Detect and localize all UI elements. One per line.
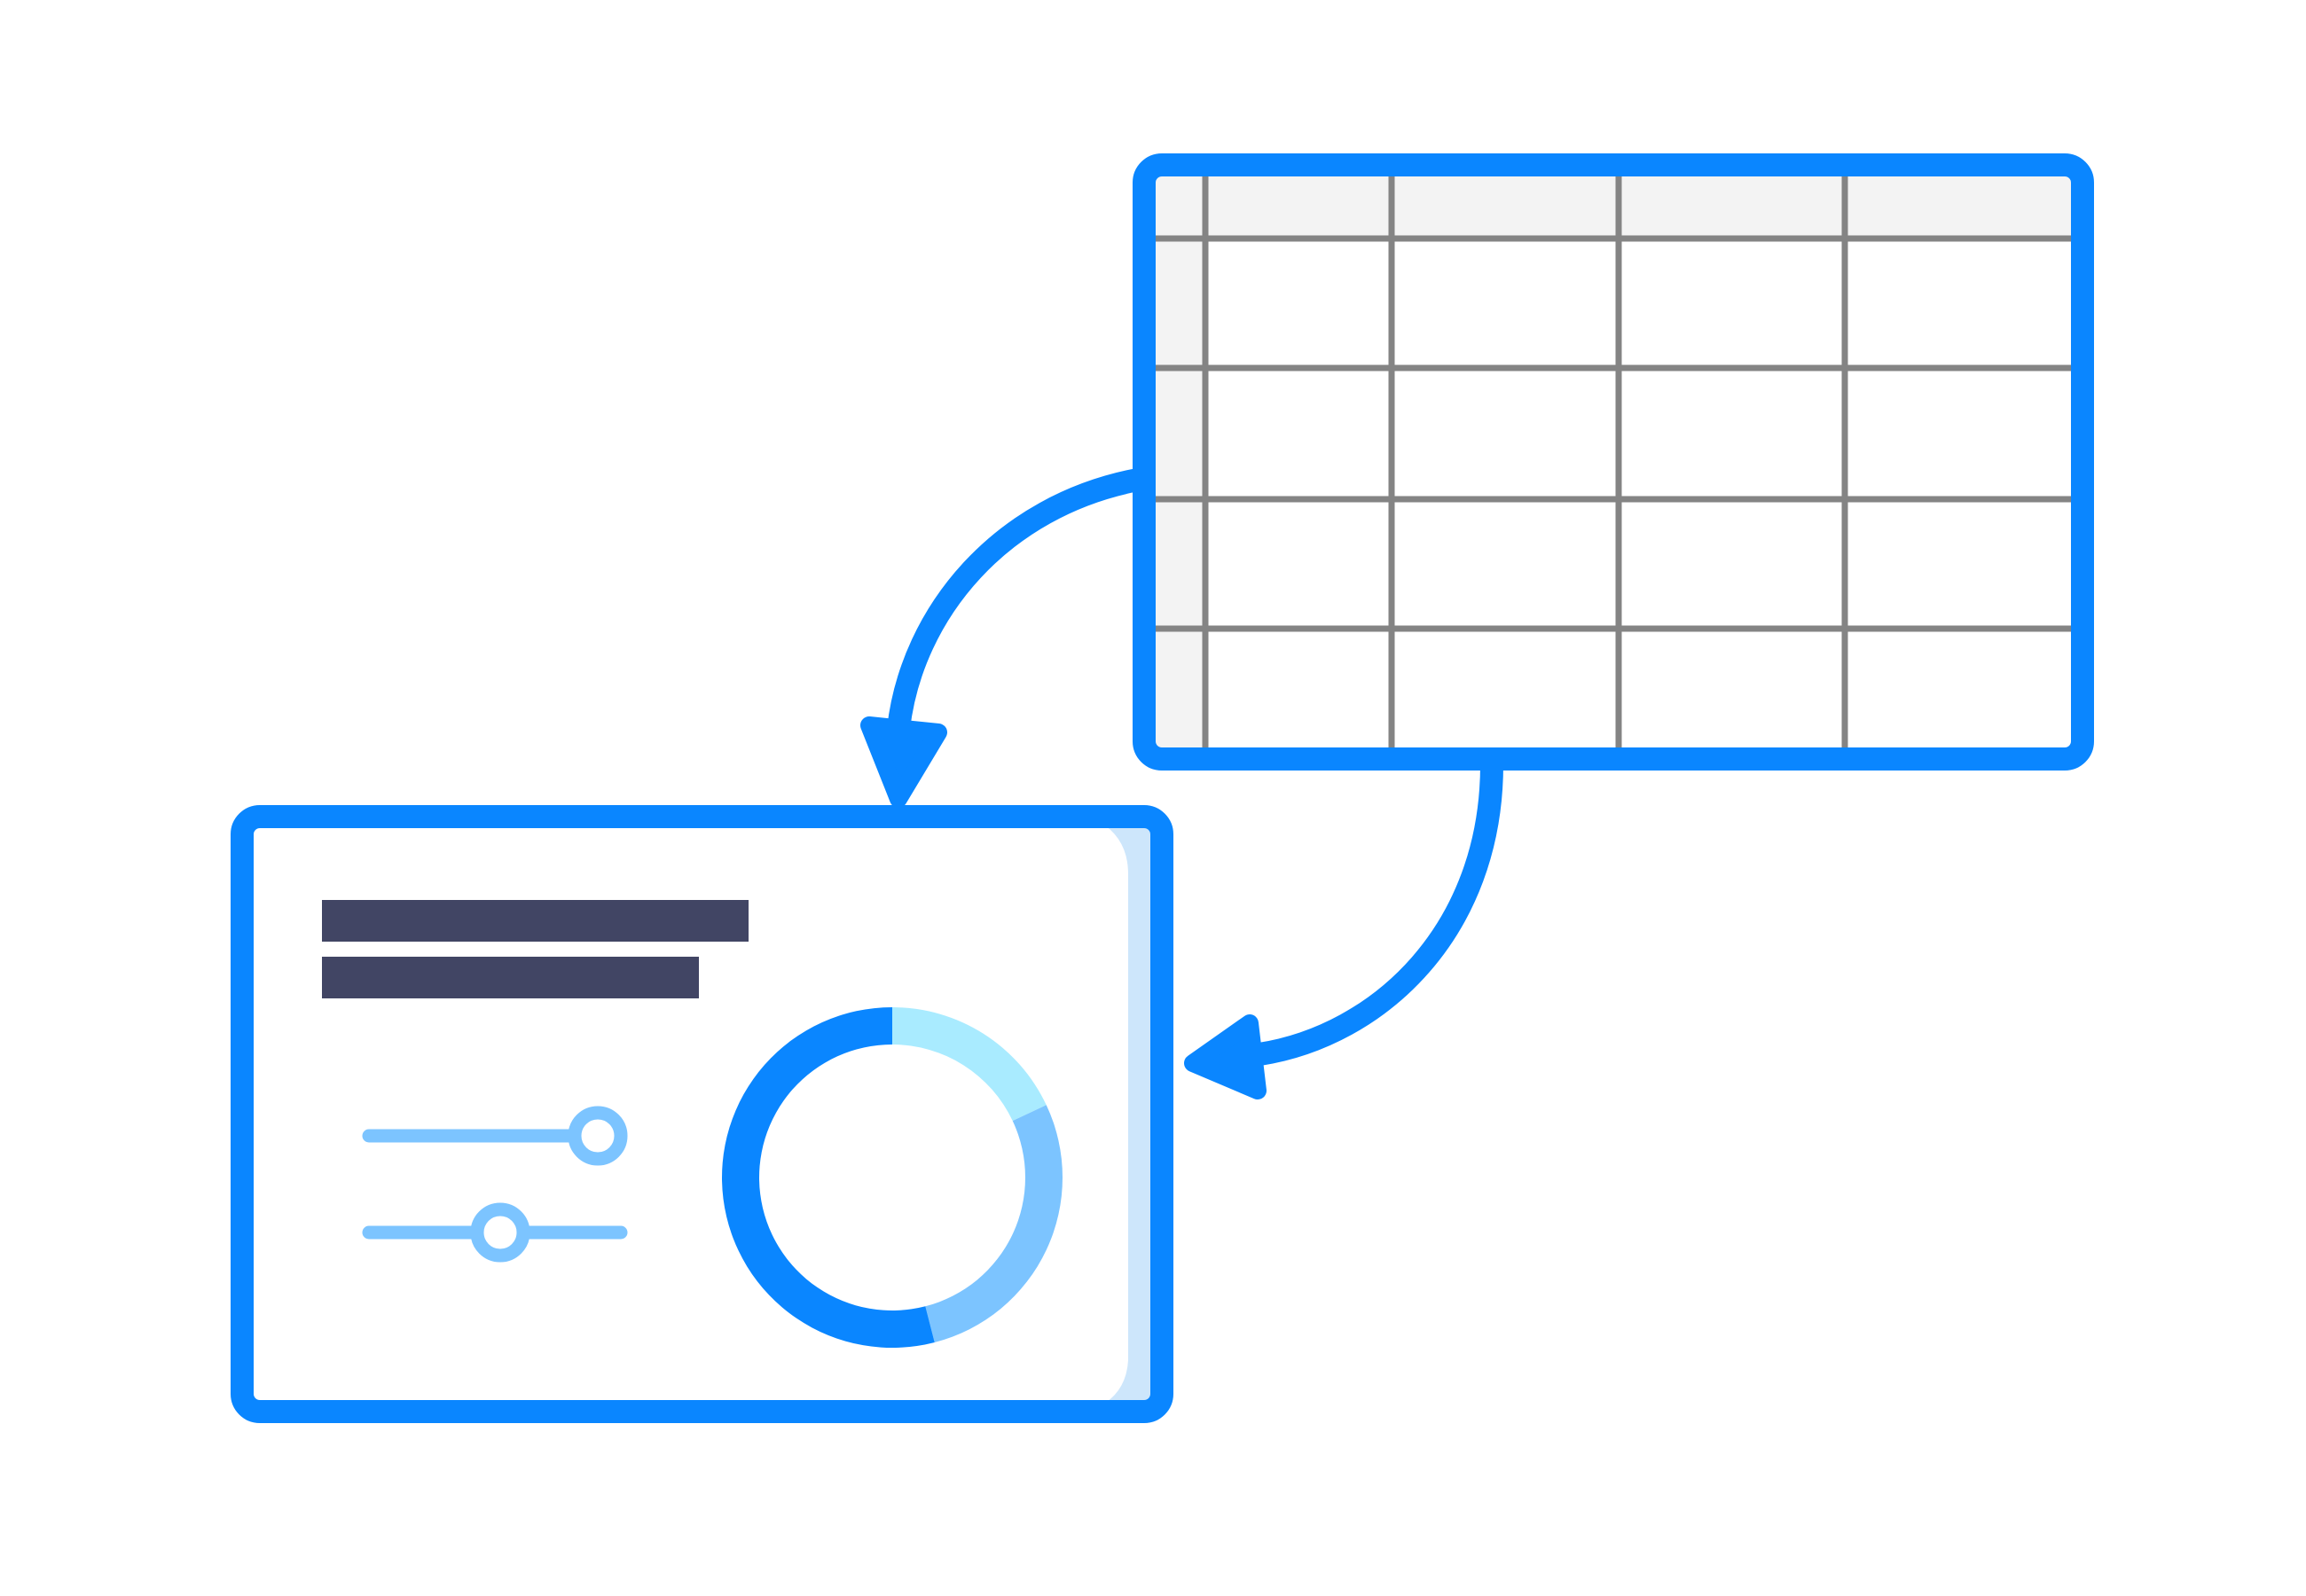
spreadsheet-header-row xyxy=(1149,170,2077,239)
spreadsheet-frame xyxy=(1133,153,2094,771)
spreadsheet-table-icon xyxy=(1133,153,2094,771)
dashboard-side-panel xyxy=(1100,822,1157,1406)
slider-icon xyxy=(470,1202,530,1263)
slider-icon xyxy=(568,1106,628,1166)
arrow-shaft xyxy=(887,468,1141,731)
arrow-head xyxy=(1184,1014,1267,1099)
text-placeholder-bar xyxy=(322,900,749,942)
spreadsheet-grid xyxy=(1149,170,2077,754)
dashboard-icon xyxy=(231,805,1173,1423)
spreadsheet-fill xyxy=(1149,170,2077,754)
dashboard-frame xyxy=(231,805,1173,1423)
arrow-icon xyxy=(860,468,1141,808)
slider-control xyxy=(362,1106,628,1166)
arrow-shaft xyxy=(1257,763,1503,1066)
donut-segment xyxy=(925,1105,1063,1342)
donut-segment xyxy=(892,1007,1047,1122)
donut-segment xyxy=(721,1007,935,1348)
text-placeholder-bar xyxy=(322,957,699,998)
slider-control xyxy=(362,1202,628,1263)
arrow-head xyxy=(860,716,947,808)
arrow-icon xyxy=(1184,763,1503,1099)
spreadsheet-header-column xyxy=(1149,170,1205,754)
donut-chart xyxy=(721,1007,1063,1348)
